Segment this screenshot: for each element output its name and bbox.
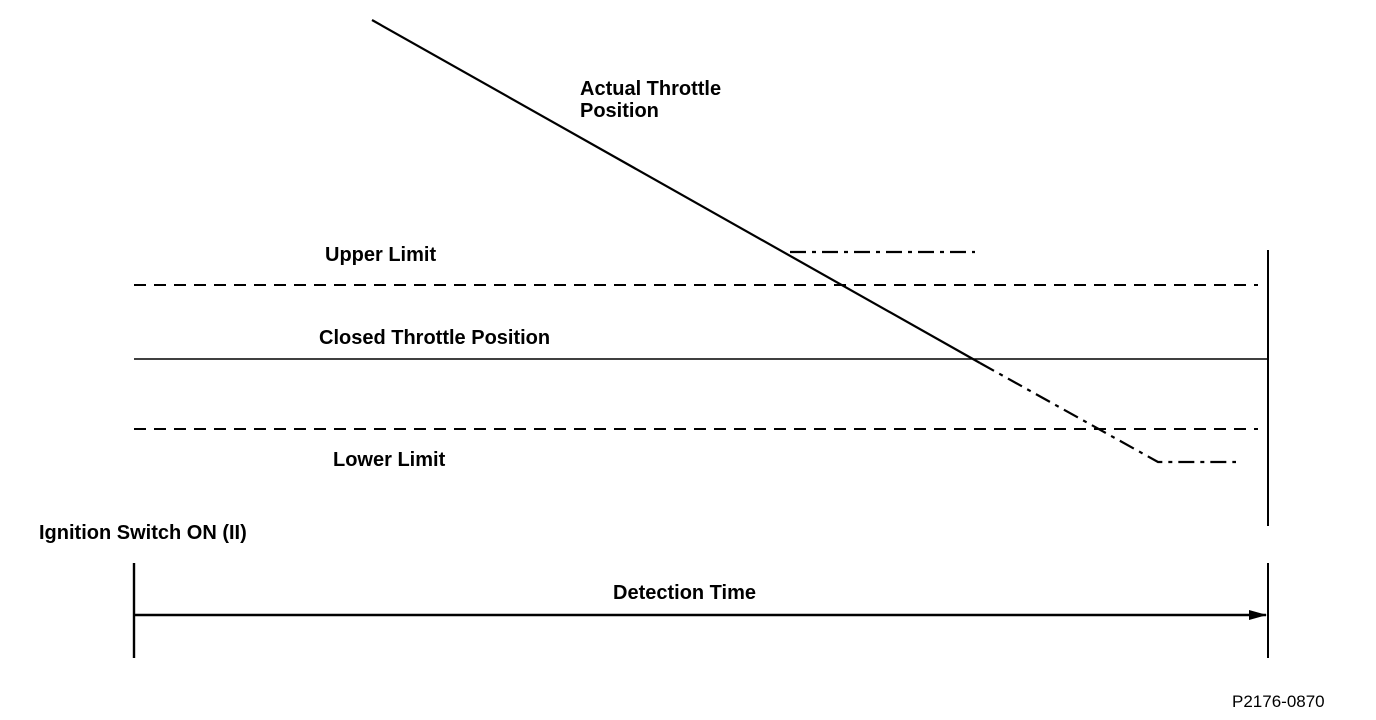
- ignition-switch-label: Ignition Switch ON (II): [39, 522, 247, 544]
- actual-throttle-dashdot-continuation: [979, 362, 1236, 464]
- actual-throttle-label-line2: Position: [580, 100, 659, 122]
- upper-limit-label: Upper Limit: [325, 244, 436, 266]
- detection-time-label: Detection Time: [613, 582, 756, 604]
- closed-throttle-position-label: Closed Throttle Position: [319, 327, 550, 349]
- lower-limit-label: Lower Limit: [333, 449, 446, 471]
- actual-throttle-solid-line: [371, 19, 981, 364]
- figure-code: P2176-0870: [1232, 692, 1325, 711]
- actual-throttle-label-line1: Actual Throttle: [580, 78, 721, 100]
